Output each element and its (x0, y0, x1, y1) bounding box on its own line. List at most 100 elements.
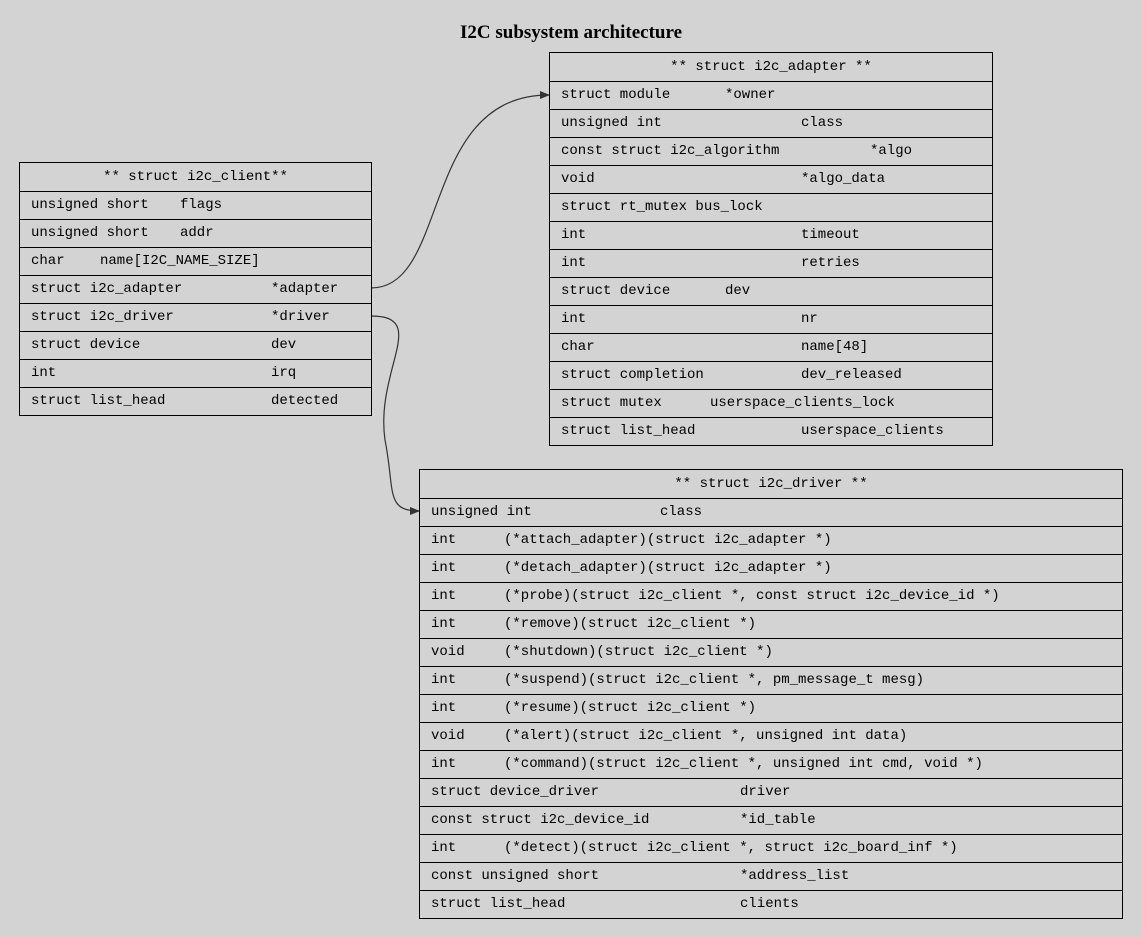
field-type: struct mutex (561, 395, 662, 411)
field-type: int (31, 365, 57, 381)
field-type: unsigned int (431, 504, 532, 520)
field-name: *driver (271, 309, 330, 325)
field-name: driver (740, 784, 791, 800)
field-row-alert-struct-i2c-client-unsigned-int-data: void (*alert)(struct i2c_client *, unsign… (420, 722, 1122, 750)
field-type: int (431, 560, 457, 576)
field-name: class (660, 504, 703, 520)
field-type: unsigned short (31, 225, 149, 241)
field-name: (*shutdown)(struct i2c_client *) (504, 644, 773, 660)
struct-i2c-client: ** struct i2c_client** unsigned short flag… (19, 162, 372, 416)
field-type: struct list_head (431, 896, 566, 912)
field-type: int (431, 700, 457, 716)
field-row-class: unsigned int class (420, 498, 1122, 526)
field-row-nr: int nr (550, 305, 992, 333)
field-type: struct device (31, 337, 141, 353)
field-name: name[I2C_NAME_SIZE] (100, 253, 260, 269)
field-name: *address_list (740, 868, 850, 884)
field-type: int (431, 756, 457, 772)
field-row-adapter: struct i2c_adapter*adapter (20, 275, 371, 303)
field-name: nr (801, 311, 818, 327)
field-type: unsigned short (31, 197, 149, 213)
field-name: class (801, 115, 844, 131)
field-name: name[48] (801, 339, 869, 355)
field-row-algo-data: void*algo_data (550, 165, 992, 193)
field-name: (*detach_adapter)(struct i2c_adapter *) (504, 560, 832, 576)
field-type: int (431, 588, 457, 604)
field-row-detach-adapter-struct-i2c-adapter: int (*detach_adapter)(struct i2c_adapter … (420, 554, 1122, 582)
field-row-userspace-clients: struct list_head userspace_clients (550, 417, 992, 445)
struct-i2c-driver: ** struct i2c_driver ** unsigned int class… (419, 469, 1123, 919)
field-type: unsigned int (561, 115, 662, 131)
field-type: struct completion (561, 367, 704, 383)
field-name: (*alert)(struct i2c_client *, unsigned i… (504, 728, 908, 744)
field-name: *algo (870, 143, 913, 159)
field-row-id-table: const struct i2c_device_id*id_table (420, 806, 1122, 834)
struct-header: ** struct i2c_adapter ** (670, 59, 872, 75)
field-name: *owner (725, 87, 776, 103)
field-row-detected: struct list_head detected (20, 387, 371, 415)
field-row-suspend-struct-i2c-client-pm-message-t-mesg: int (*suspend)(struct i2c_client *, pm_me… (420, 666, 1122, 694)
field-name: (*suspend)(struct i2c_client *, pm_messa… (504, 672, 925, 688)
field-row-driver: struct device_driver driver (420, 778, 1122, 806)
struct-header: ** struct i2c_client** (103, 169, 288, 185)
field-name: detected (271, 393, 339, 409)
field-type: char (31, 253, 65, 269)
field-name: timeout (801, 227, 860, 243)
field-type: const unsigned short (431, 868, 600, 884)
field-row-probe-struct-i2c-client-const-struct-i2c-device-id: int(*probe)(struct i2c_client *, const s… (420, 582, 1122, 610)
diagram-title: I2C subsystem architecture (460, 22, 682, 43)
field-name: dev_released (801, 367, 902, 383)
field-row-name-i2c-name-size: char name[I2C_NAME_SIZE] (20, 247, 371, 275)
field-type: int (431, 672, 457, 688)
field-type: struct list_head (31, 393, 166, 409)
field-type: void (431, 728, 465, 744)
field-type: int (431, 840, 457, 856)
field-row-detect-struct-i2c-client-struct-i2c-board-inf: int (*detect)(struct i2c_client *, struct… (420, 834, 1122, 862)
field-name: irq (271, 365, 297, 381)
field-name: (*detect)(struct i2c_client *, struct i2… (504, 840, 958, 856)
field-name: userspace_clients_lock (710, 395, 895, 411)
field-type: struct rt_mutex bus_lock (561, 199, 763, 215)
field-type: void (431, 644, 465, 660)
field-row-resume-struct-i2c-client: int(*resume)(struct i2c_client *) (420, 694, 1122, 722)
field-name: (*command)(struct i2c_client *, unsigned… (504, 756, 983, 772)
field-row-driver: struct i2c_driver*driver (20, 303, 371, 331)
field-name: clients (740, 896, 799, 912)
field-row-timeout: int timeout (550, 221, 992, 249)
field-type: int (431, 532, 457, 548)
field-name: (*attach_adapter)(struct i2c_adapter *) (504, 532, 832, 548)
field-type: struct device_driver (431, 784, 600, 800)
struct-header: ** struct i2c_driver ** (674, 476, 868, 492)
field-type: const struct i2c_algorithm (561, 143, 780, 159)
field-type: struct i2c_adapter (31, 281, 183, 297)
edge-client-adapter-to-i2c-adapter (370, 91, 550, 289)
field-type: int (561, 311, 587, 327)
field-row-dev-released: struct completion dev_released (550, 361, 992, 389)
field-name: flags (180, 197, 223, 213)
field-row-irq: int irq (20, 359, 371, 387)
field-row-clients: struct list_head clients (420, 890, 1122, 918)
field-row-addr: unsigned short addr (20, 219, 371, 247)
field-name: userspace_clients (801, 423, 944, 439)
field-type: int (431, 616, 457, 632)
field-row-name-48: char name[48] (550, 333, 992, 361)
field-name: (*remove)(struct i2c_client *) (504, 616, 757, 632)
field-name: *algo_data (801, 171, 886, 187)
field-row-flags: unsigned short flags (20, 191, 371, 219)
field-row-attach-adapter-struct-i2c-adapter: int (*attach_adapter)(struct i2c_adapter … (420, 526, 1122, 554)
field-row-struct-rt-mutex-bus-lock: struct rt_mutex bus_lock (550, 193, 992, 221)
field-type: int (561, 227, 587, 243)
edge-client-driver-to-i2c-driver (370, 315, 420, 515)
field-row-owner: struct module*owner (550, 81, 992, 109)
field-row-class: unsigned int class (550, 109, 992, 137)
field-name: addr (180, 225, 214, 241)
field-row-address-list: const unsigned short *address_list (420, 862, 1122, 890)
field-type: char (561, 339, 595, 355)
field-type: struct list_head (561, 423, 696, 439)
field-row-algo: const struct i2c_algorithm *algo (550, 137, 992, 165)
field-name: retries (801, 255, 860, 271)
field-type: const struct i2c_device_id (431, 812, 650, 828)
